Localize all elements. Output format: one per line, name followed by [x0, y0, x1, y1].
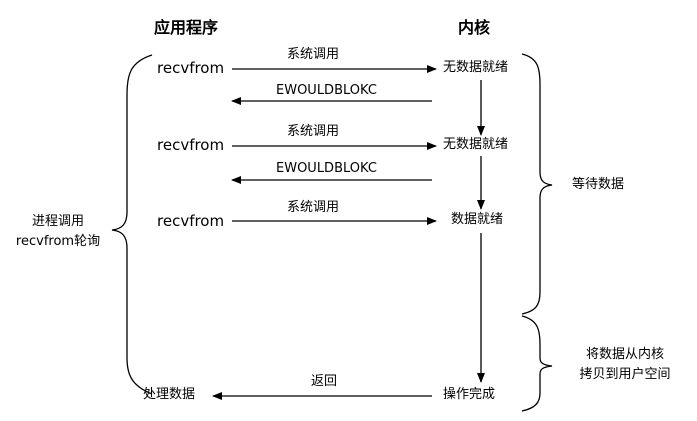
app-call-3: recvfrom	[157, 212, 225, 230]
polling-label-line2: recvfrom轮询	[15, 234, 101, 249]
syscall-label-2: 系统调用	[287, 124, 340, 139]
copy-brace	[521, 315, 553, 412]
kernel-state-3: 数据就绪	[451, 212, 504, 227]
polling-label-line1: 进程调用	[31, 214, 84, 229]
reply-label-2: EWOULDBLOKC	[276, 161, 377, 176]
process-data: 处理数据	[143, 387, 196, 402]
app-header: 应用程序	[154, 18, 219, 37]
wait-data-label: 等待数据	[572, 177, 625, 192]
kernel-state-2: 无数据就绪	[443, 137, 509, 152]
copy-data-line1: 将数据从内核	[585, 347, 664, 362]
kernel-header: 内核	[458, 18, 491, 37]
reply-label-1: EWOULDBLOKC	[276, 83, 377, 98]
syscall-label-3: 系统调用	[287, 200, 340, 215]
kernel-state-1: 无数据就绪	[443, 60, 509, 75]
syscall-label-1: 系统调用	[287, 47, 340, 62]
copy-data-line2: 拷贝到用户空间	[579, 367, 671, 382]
wait-brace	[521, 53, 553, 315]
operation-complete: 操作完成	[443, 387, 496, 402]
app-call-1: recvfrom	[157, 59, 225, 77]
polling-label: 进程调用 recvfrom轮询	[6, 212, 110, 252]
left-brace	[111, 54, 153, 395]
copy-data-label: 将数据从内核 拷贝到用户空间	[558, 345, 692, 385]
app-call-2: recvfrom	[157, 136, 225, 154]
return-label: 返回	[311, 374, 338, 389]
